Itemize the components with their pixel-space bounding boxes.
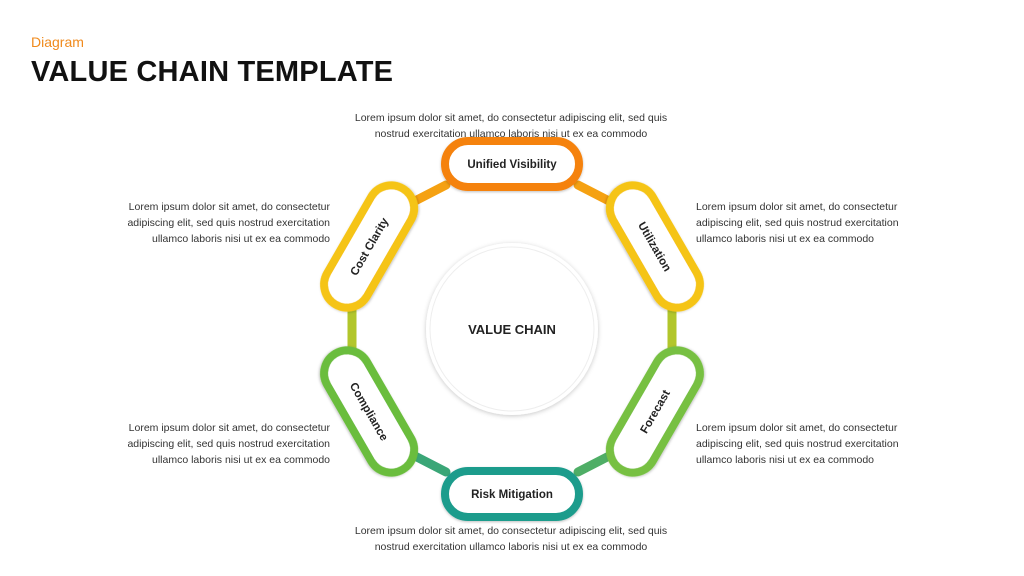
chain-link-risk-mitigation: Risk Mitigation: [441, 467, 583, 521]
description-right-top: Lorem ipsum dolor sit amet, do consectet…: [696, 201, 899, 245]
description-bottom: Lorem ipsum dolor sit amet, do consectet…: [354, 525, 668, 553]
description-left-bottom: Lorem ipsum dolor sit amet, do consectet…: [127, 422, 330, 466]
chain-link-compliance: Compliance: [320, 346, 419, 477]
chain-link-unified-visibility: Unified Visibility: [441, 137, 583, 191]
connector-forecast-risk: [573, 450, 616, 477]
center-label: VALUE CHAIN: [468, 322, 556, 337]
chain-link-label: Risk Mitigation: [471, 489, 553, 501]
slide-title: VALUE CHAIN TEMPLATE: [31, 56, 394, 88]
description-top: Lorem ipsum dolor sit amet, do consectet…: [354, 112, 668, 140]
chain-link-cost-clarity: Cost Clarity: [320, 181, 419, 312]
connector-visibility-utilization: [573, 180, 616, 207]
description-right-bottom: Lorem ipsum dolor sit amet, do consectet…: [696, 422, 899, 466]
chain-link-forecast: Forecast: [605, 346, 704, 477]
chain-connectors: [347, 180, 677, 477]
connector-cost-visibility: [408, 180, 451, 207]
center-circle: VALUE CHAIN: [426, 243, 598, 415]
description-left-top: Lorem ipsum dolor sit amet, do consectet…: [127, 201, 330, 245]
chain-link-utilization: Utilization: [605, 181, 704, 312]
slide-category: Diagram: [31, 34, 84, 50]
connector-risk-compliance: [408, 450, 451, 477]
chain-link-label: Unified Visibility: [467, 159, 557, 171]
